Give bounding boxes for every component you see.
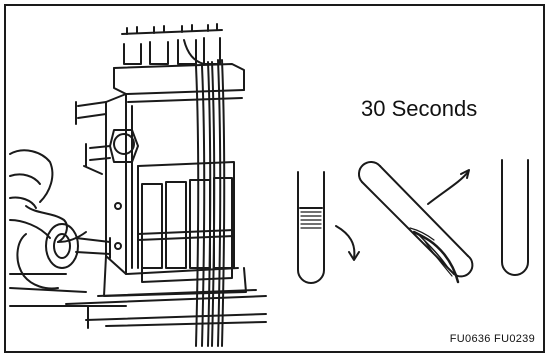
- figure-codes: FU0636 FU0239: [450, 333, 535, 345]
- figure-frame: 30 Seconds FU0636 FU0239: [4, 4, 545, 353]
- tube-fluid: [301, 212, 321, 228]
- tilt-arrow: [336, 226, 354, 258]
- injection-pump: [10, 24, 266, 328]
- duration-label: 30 Seconds: [361, 96, 477, 122]
- test-tube-tilted: [359, 162, 472, 276]
- test-tube-empty: [502, 160, 528, 275]
- illustration: [6, 6, 547, 355]
- return-arrow: [428, 172, 468, 204]
